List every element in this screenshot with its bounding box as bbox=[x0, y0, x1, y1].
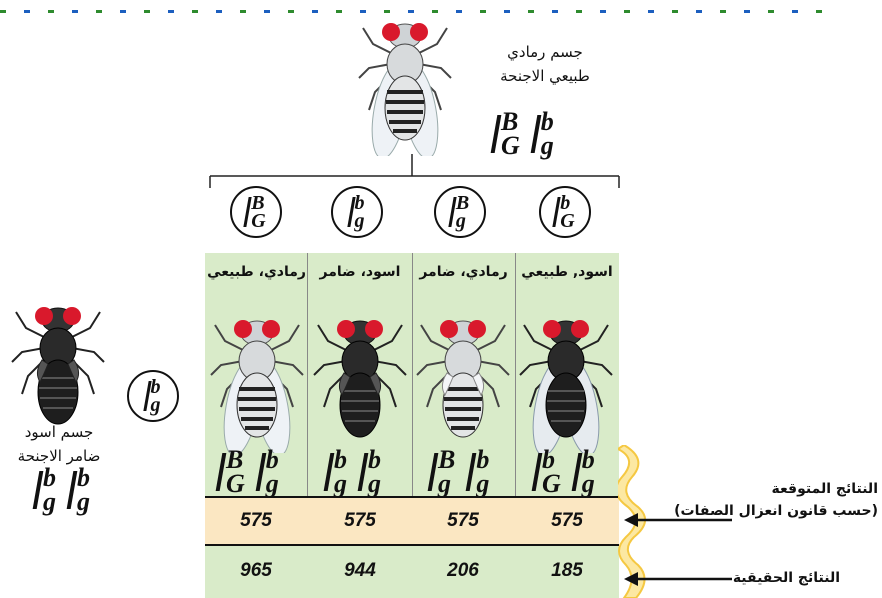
parent-left-label: جسم اسود ضامر الاجنحة bbox=[0, 420, 118, 468]
offspring-fly-2-icon bbox=[310, 303, 410, 453]
actual-results-label: النتائج الحقيقية bbox=[650, 567, 840, 589]
offspring-header-3: رمادي، ضامر bbox=[412, 253, 515, 291]
expected-value-4: 575 bbox=[517, 510, 617, 532]
actual-value-4: 185 bbox=[517, 560, 617, 582]
expected-label-line2: (حسب قانون انعزال الصفات) bbox=[650, 500, 878, 522]
parent-top-label-line2: طبيعي الاجنحة bbox=[470, 64, 620, 88]
actual-value-2: 944 bbox=[310, 560, 410, 582]
offspring-fly-1-icon bbox=[207, 303, 307, 453]
parent-left-label-line2: ضامر الاجنحة bbox=[0, 444, 118, 468]
offspring-fly-4-icon bbox=[516, 303, 616, 453]
parent-top-fly-icon bbox=[355, 6, 455, 156]
offspring-header-2: اسود، ضامر bbox=[308, 253, 412, 291]
expected-label-line1: النتائج المتوقعة bbox=[650, 478, 878, 500]
expected-value-1: 575 bbox=[206, 510, 306, 532]
parent-top-label-line1: جسم رمادي bbox=[470, 40, 620, 64]
top-decoration-strip bbox=[0, 0, 882, 4]
expected-results-label: النتائج المتوقعة (حسب قانون انعزال الصفا… bbox=[650, 478, 878, 522]
parent-left-label-line1: جسم اسود bbox=[0, 420, 118, 444]
actual-value-3: 206 bbox=[413, 560, 513, 582]
parent-top-label: جسم رمادي طبيعي الاجنحة bbox=[470, 40, 620, 88]
parent-left-fly-icon bbox=[8, 290, 108, 440]
offspring-fly-3-icon bbox=[413, 303, 513, 453]
expected-value-2: 575 bbox=[310, 510, 410, 532]
offspring-header-1: رمادي، طبيعي bbox=[205, 253, 308, 291]
offspring-header-4: اسود, طبيعي bbox=[515, 253, 619, 291]
actual-value-1: 965 bbox=[206, 560, 306, 582]
expected-value-3: 575 bbox=[413, 510, 513, 532]
punnett-grid: رمادي، طبيعي اسود، ضامر رمادي، ضامر اسود… bbox=[205, 253, 619, 598]
